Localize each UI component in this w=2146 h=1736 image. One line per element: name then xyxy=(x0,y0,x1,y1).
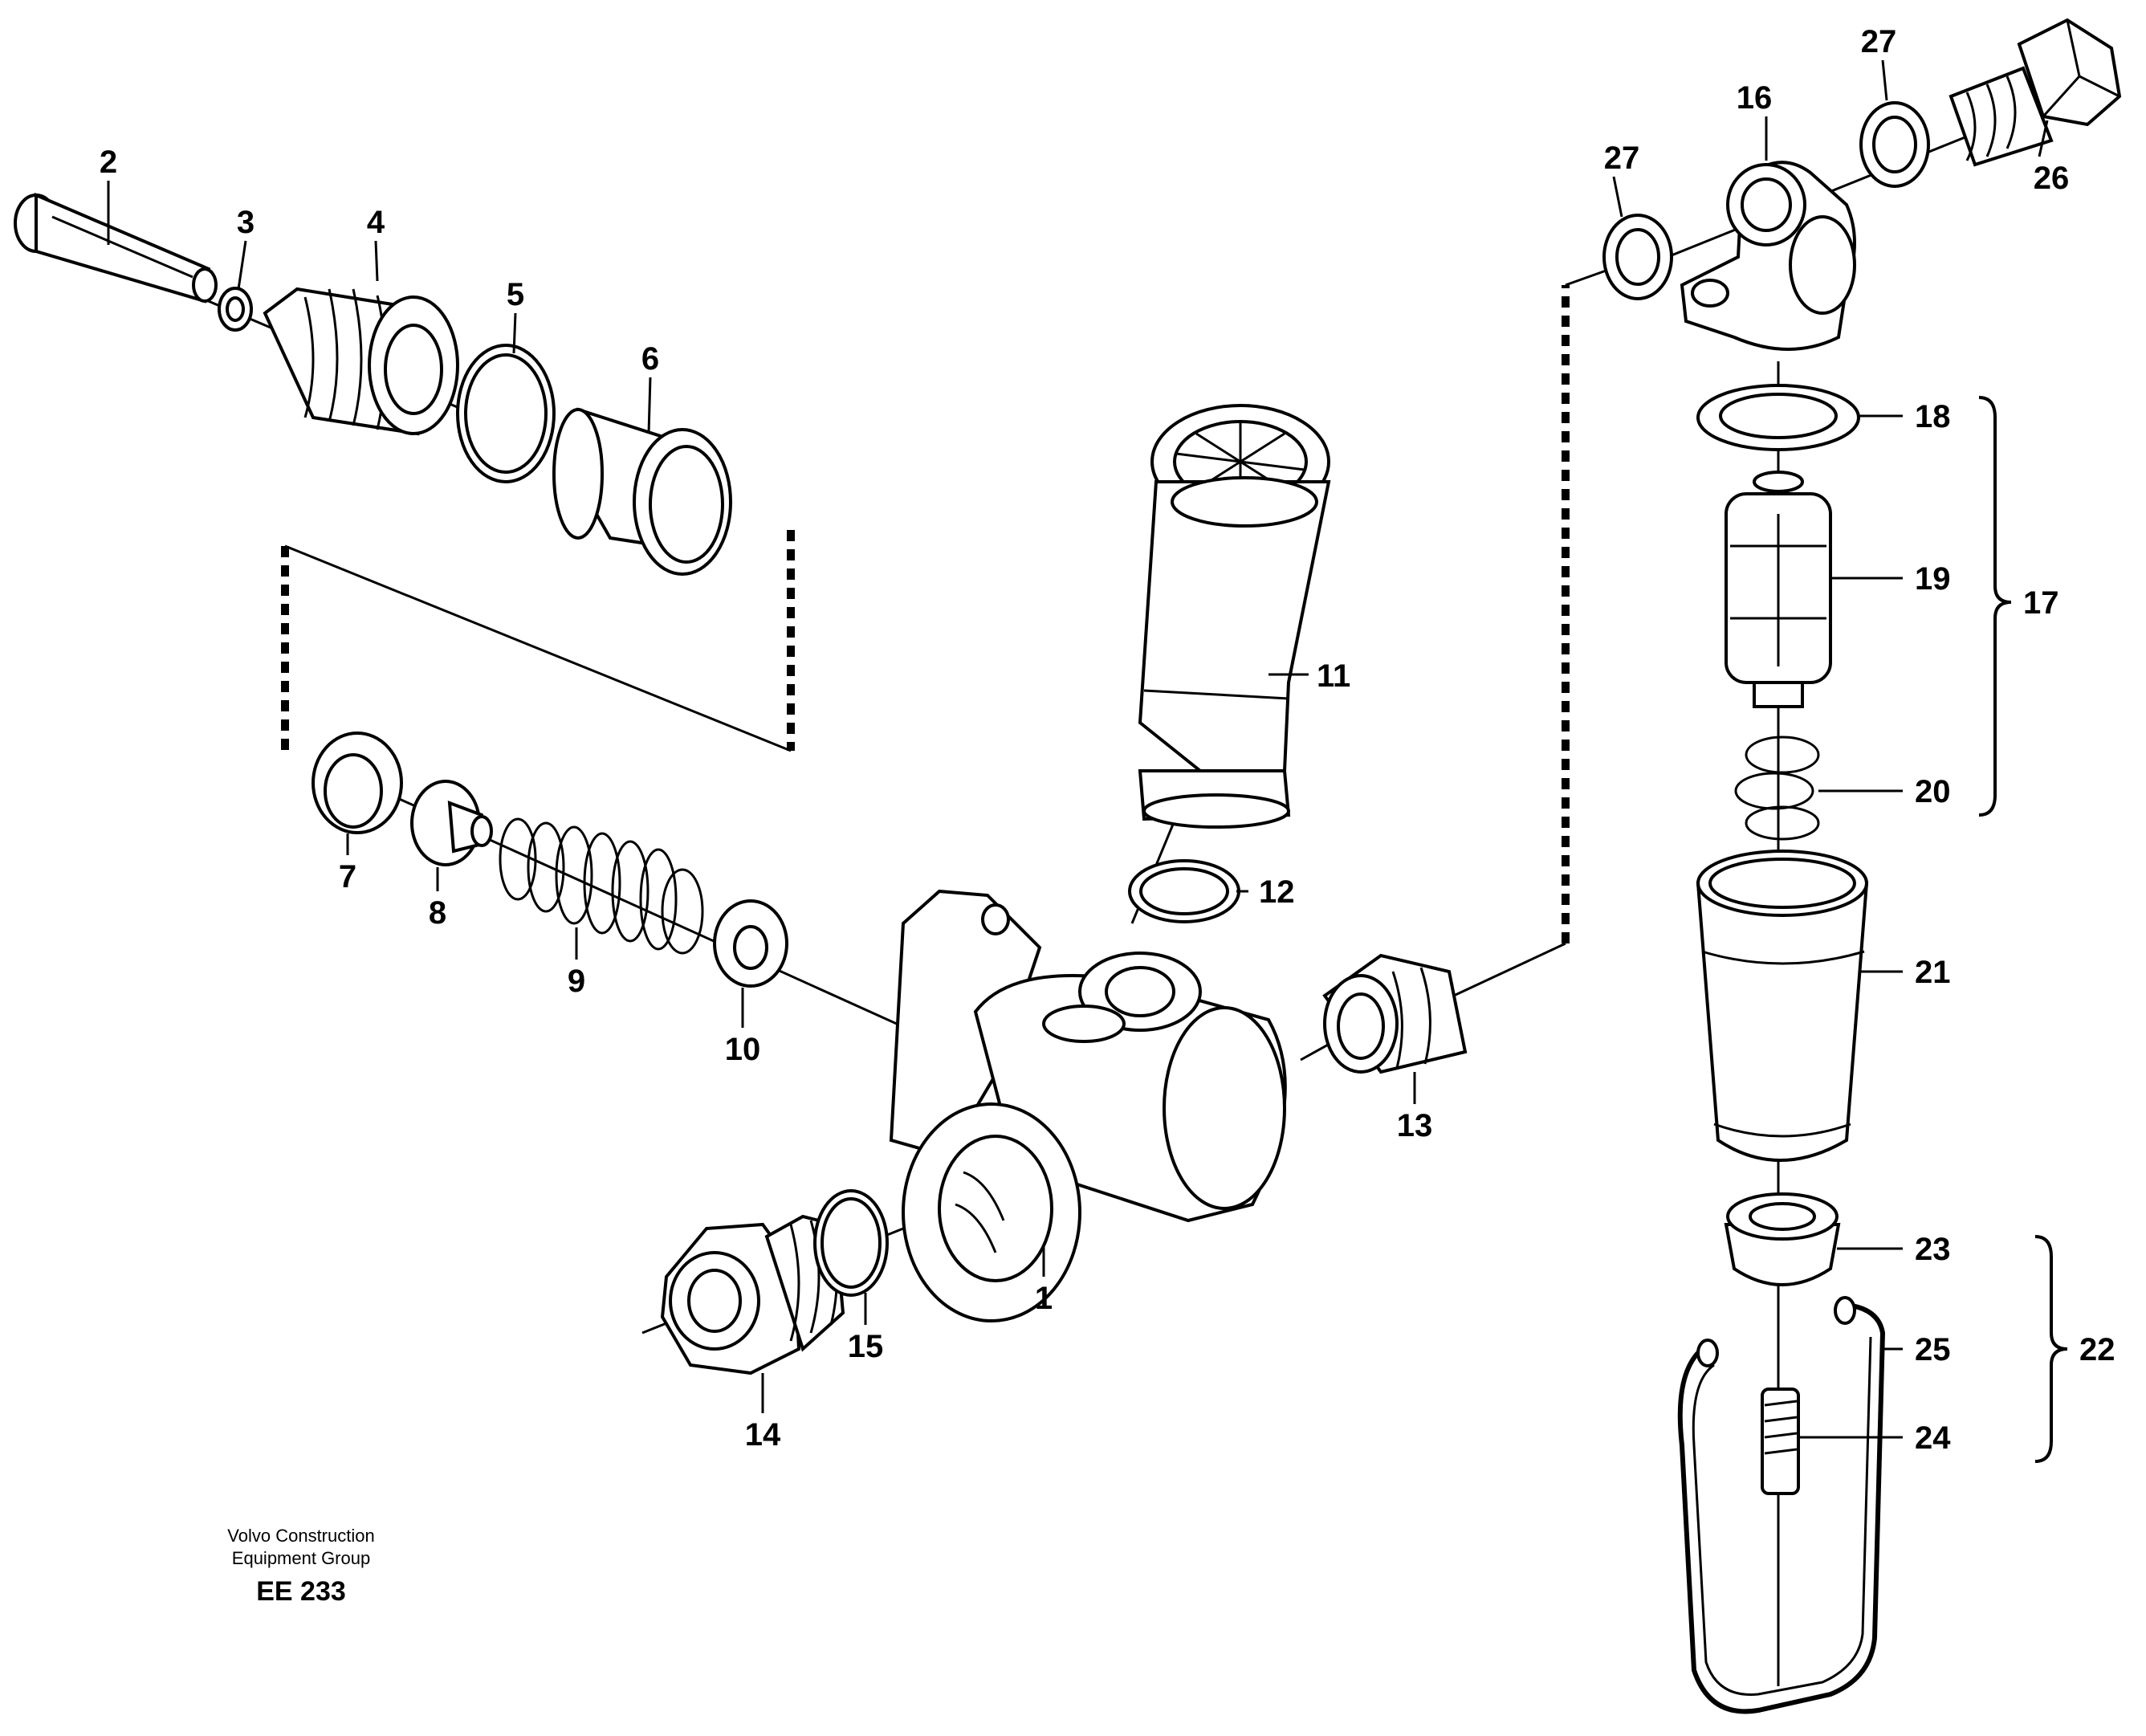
part-labels: 2 3 4 5 6 7 8 9 10 11 12 13 1 14 15 16 2… xyxy=(100,24,2115,1456)
part-24-stud xyxy=(1761,1388,1800,1495)
label-part-17: 17 xyxy=(2023,585,2059,621)
part-25-bracket xyxy=(1677,1296,1886,1714)
label-part-27-left: 27 xyxy=(1604,141,1640,176)
part-13-union xyxy=(1322,953,1468,1074)
part-11-hand-primer xyxy=(1138,404,1331,829)
brand-line-1: Volvo Construction xyxy=(227,1526,374,1546)
part-20-spring xyxy=(1734,736,1820,841)
part-12-o-ring xyxy=(1128,859,1240,923)
part-1-pump-body xyxy=(889,889,1287,1322)
label-part-3: 3 xyxy=(237,205,255,240)
label-part-23: 23 xyxy=(1915,1232,1951,1267)
label-part-7: 7 xyxy=(339,859,356,894)
label-part-13: 13 xyxy=(1397,1108,1433,1143)
part-27-washer-left xyxy=(1602,214,1673,300)
part-15-o-ring xyxy=(813,1189,889,1297)
brace-group-22 xyxy=(2034,1235,2068,1463)
part-4-threaded-plug xyxy=(263,287,459,436)
label-part-8: 8 xyxy=(429,895,446,931)
label-part-20: 20 xyxy=(1915,774,1951,809)
label-part-11: 11 xyxy=(1317,658,1350,694)
label-part-4: 4 xyxy=(367,205,385,240)
label-part-26: 26 xyxy=(2034,161,2070,196)
part-23-nut xyxy=(1724,1192,1841,1286)
dashed-assembly-path-right xyxy=(1444,263,1623,1001)
part-27-washer-right xyxy=(1859,101,1930,188)
label-part-12: 12 xyxy=(1259,874,1295,910)
label-part-9: 9 xyxy=(568,964,585,999)
label-part-6: 6 xyxy=(641,341,659,377)
label-part-14: 14 xyxy=(745,1417,781,1453)
label-part-5: 5 xyxy=(507,277,524,312)
part-9-spring xyxy=(499,817,704,955)
label-part-18: 18 xyxy=(1915,399,1951,434)
label-part-15: 15 xyxy=(848,1329,884,1364)
part-26-banjo-bolt xyxy=(1949,18,2122,167)
label-part-1: 1 xyxy=(1035,1281,1053,1316)
part-5-o-ring xyxy=(456,344,556,483)
label-part-19: 19 xyxy=(1915,561,1951,597)
part-8-valve xyxy=(410,780,493,866)
diagram-code: EE 233 xyxy=(256,1576,346,1607)
label-part-22: 22 xyxy=(2079,1332,2115,1367)
label-part-16: 16 xyxy=(1737,80,1773,116)
label-part-25: 25 xyxy=(1915,1332,1951,1367)
label-part-21: 21 xyxy=(1915,955,1951,990)
label-part-24: 24 xyxy=(1915,1420,1951,1456)
part-18-sealing-ring xyxy=(1696,384,1860,451)
part-10-washer xyxy=(713,899,788,988)
dashed-assembly-path-left xyxy=(281,530,795,755)
part-16-filter-head xyxy=(1680,161,1856,351)
part-2-bolt xyxy=(14,192,218,304)
diagram-footer: Volvo Construction Equipment Group EE 23… xyxy=(227,1526,374,1607)
part-21-filter-bowl xyxy=(1696,850,1869,1162)
label-part-27-right: 27 xyxy=(1861,24,1897,59)
part-14-banjo-union xyxy=(660,1214,845,1375)
brace-group-17 xyxy=(1978,396,2012,817)
leader-lines xyxy=(107,59,2049,1439)
label-part-2: 2 xyxy=(100,145,117,180)
part-19-filter-insert xyxy=(1725,471,1832,708)
part-3-washer xyxy=(218,287,253,332)
part-7-cup xyxy=(312,731,403,834)
label-part-10: 10 xyxy=(725,1032,761,1067)
brand-line-2: Equipment Group xyxy=(232,1548,370,1568)
part-6-sleeve xyxy=(552,407,732,576)
